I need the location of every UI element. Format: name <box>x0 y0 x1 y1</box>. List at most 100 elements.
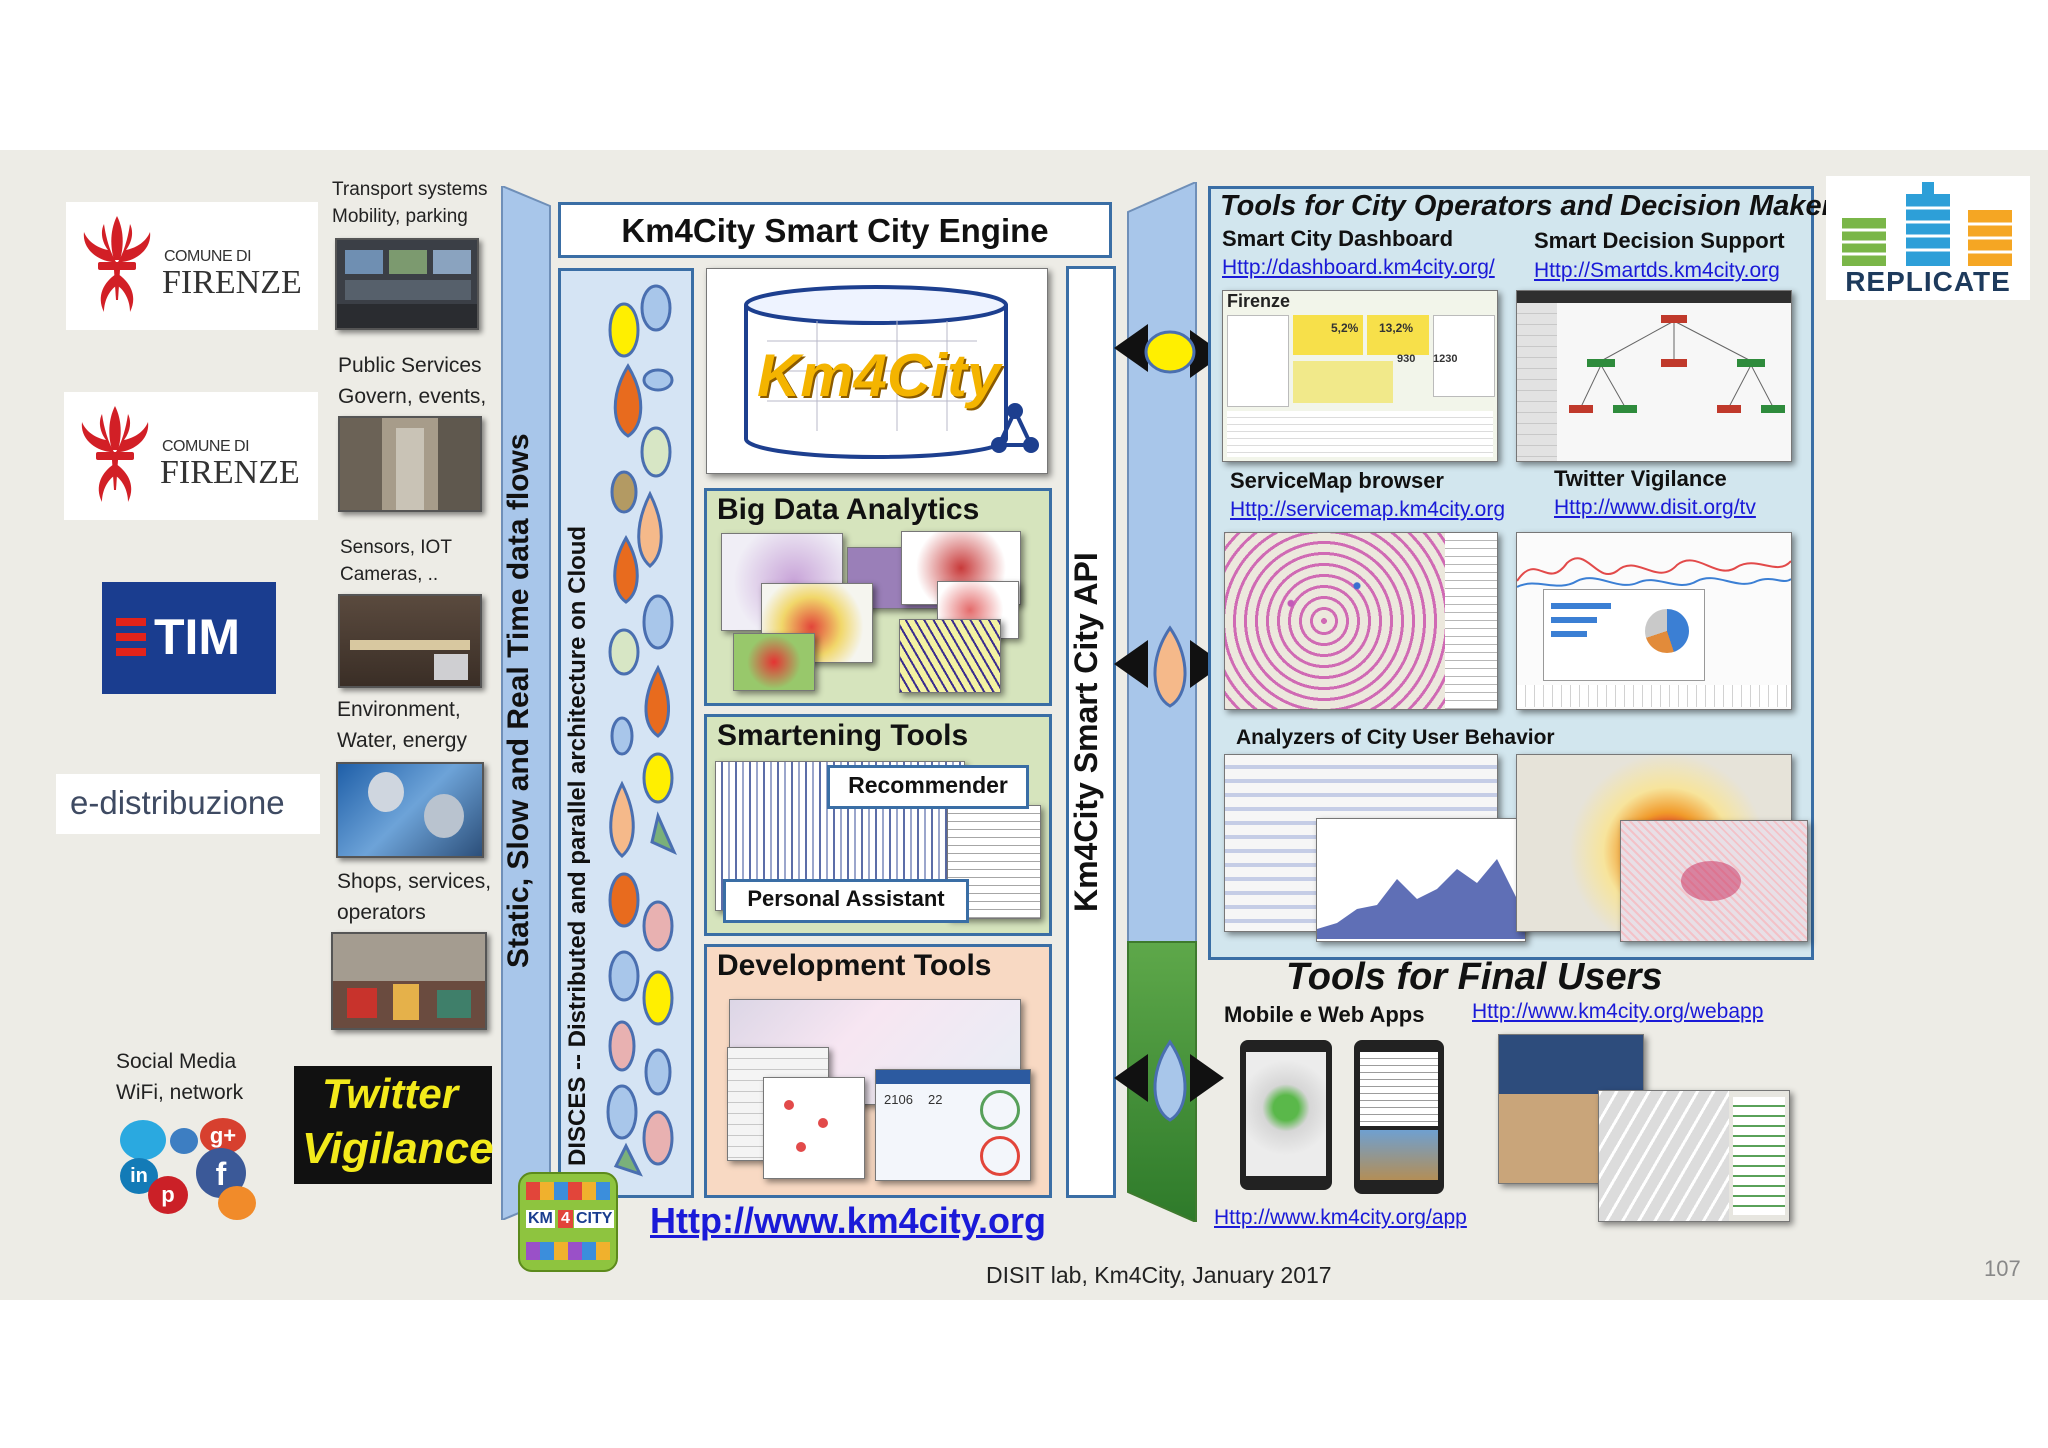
network-nodes-icon <box>991 403 1039 453</box>
big-data-screenshot-6 <box>733 633 815 691</box>
decision-support-link[interactable]: Http://Smartds.km4city.org <box>1534 259 1780 282</box>
mobile-phone-map[interactable] <box>1240 1040 1332 1190</box>
florence-lily-icon <box>81 406 149 502</box>
twitter-icon <box>120 1120 166 1160</box>
google-plus-icon: g+ <box>200 1118 246 1154</box>
dashboard-value-1: 5,2% <box>1331 321 1359 335</box>
social-label-1: Social Media <box>116 1050 237 1073</box>
dev-gauge-value-1: 2106 <box>884 1092 913 1107</box>
engine-title: Km4City Smart City Engine <box>621 212 1049 249</box>
page-number: 107 <box>1984 1256 2021 1281</box>
servicemap-link[interactable]: Http://servicemap.km4city.org <box>1230 498 1506 521</box>
replicate-label: REPLICATE <box>1845 266 2011 297</box>
smartening-title: Smartening Tools <box>717 719 969 752</box>
public-services-label-1: Public Services <box>338 354 482 377</box>
analyzers-label: Analyzers of City User Behavior <box>1236 726 1555 749</box>
disces-label: DISCES -- Distributed and parallel archi… <box>564 525 591 1166</box>
dashboard-value-3: 930 <box>1397 353 1416 365</box>
km4city-app-icon[interactable]: KM 4 CITY <box>518 1172 618 1272</box>
big-data-title: Big Data Analytics <box>717 493 980 526</box>
operators-connector-icon[interactable] <box>1112 318 1226 384</box>
static-flows-label: Static, Slow and Real Time data flows <box>502 433 535 968</box>
final-users-connector-icon[interactable] <box>1112 1034 1226 1126</box>
km4city-logo-panel: Km4City <box>706 268 1048 474</box>
big-data-module: Big Data Analytics <box>704 488 1052 706</box>
tim-bars-icon <box>116 618 146 656</box>
big-data-screenshot-7 <box>899 619 1001 693</box>
servicemap-screenshot[interactable] <box>1224 532 1498 710</box>
dashboard-label: Smart City Dashboard <box>1222 226 1454 251</box>
firenze-label: FIRENZE <box>160 454 300 491</box>
e-distribuzione-logo: e-distribuzione <box>56 774 320 834</box>
app-icon-4: 4 <box>558 1210 573 1228</box>
api-bar <box>1066 266 1116 1198</box>
recommender-box: Recommender <box>827 765 1029 809</box>
dashboard-screenshot[interactable]: Firenze 5,2% 13,2% 930 1230 <box>1222 290 1498 462</box>
firenze-label: FIRENZE <box>162 264 302 301</box>
transport-label-2: Mobility, parking <box>332 206 468 227</box>
mail-icon <box>170 1128 198 1154</box>
km4city-website-link[interactable]: Http://www.km4city.org <box>650 1200 1047 1241</box>
development-title: Development Tools <box>717 949 992 982</box>
e-distribuzione-label: e-distribuzione <box>70 784 285 821</box>
shops-label-1: Shops, services, <box>337 870 492 893</box>
users-api-connector-icon[interactable] <box>1112 620 1226 712</box>
twitter-vigilance-logo: Twitter Vigilance <box>294 1066 494 1184</box>
twitter-trend-icon <box>1517 557 1791 588</box>
mobile-phone-info[interactable] <box>1354 1040 1444 1194</box>
environment-label-2: Water, energy <box>337 729 467 752</box>
shops-label-2: operators <box>337 901 426 924</box>
final-users-title: Tools for Final Users <box>1286 956 1663 998</box>
twitter-vigilance-word-1: Twitter <box>322 1070 459 1117</box>
dashboard-link[interactable]: Http://dashboard.km4city.org/ <box>1222 256 1495 279</box>
recommender-label: Recommender <box>848 772 1008 798</box>
florence-lily-icon <box>83 216 151 312</box>
replicate-logo: REPLICATE <box>1826 176 2030 300</box>
dev-screenshot-graph <box>763 1077 865 1179</box>
comune-firenze-logo-2: COMUNE DI FIRENZE <box>64 392 318 520</box>
sensors-label-2: Cameras, .. <box>340 564 439 585</box>
twitter-vigilance-word-2: Vigilance <box>302 1124 494 1173</box>
disces-drops-icon <box>606 284 677 1177</box>
comune-firenze-logo-1: COMUNE DI FIRENZE <box>66 202 318 330</box>
twitter-vigilance-screenshot[interactable] <box>1516 532 1792 710</box>
mobile-apps-label: Mobile e Web Apps <box>1224 1002 1425 1027</box>
webapp-link[interactable]: Http://www.km4city.org/webapp <box>1472 1000 1764 1023</box>
public-services-label-2: Govern, events, <box>338 385 487 408</box>
app-icon-km: KM <box>526 1210 555 1228</box>
sensors-label-1: Sensors, IOT <box>340 537 452 558</box>
dev-gauge-value-2: 22 <box>928 1092 943 1107</box>
tim-logo: TIM <box>102 582 276 694</box>
twitter-vigilance-label: Twitter Vigilance <box>1554 466 1727 491</box>
replicate-buildings-icon <box>1842 182 2012 266</box>
webapp-map-screenshot[interactable] <box>1598 1090 1790 1222</box>
servicemap-label: ServiceMap browser <box>1230 468 1444 493</box>
api-label: Km4City Smart City API <box>1068 552 1104 912</box>
footer-text: DISIT lab, Km4City, January 2017 <box>986 1262 1332 1288</box>
analyzers-flows-screenshot[interactable] <box>1620 820 1808 942</box>
development-module: Development Tools 2106 22 <box>704 944 1052 1198</box>
social-label-2: WiFi, network <box>116 1081 244 1104</box>
shops-market-photo <box>331 932 487 1030</box>
sensors-camera-photo <box>338 594 482 688</box>
comune-label: COMUNE DI <box>164 248 252 265</box>
analyzers-histogram-screenshot[interactable] <box>1316 818 1526 942</box>
dashboard-city-title: Firenze <box>1227 291 1291 311</box>
engine-title-box: Km4City Smart City Engine <box>558 202 1112 258</box>
operators-title: Tools for City Operators and Decision Ma… <box>1220 190 1850 222</box>
app-icon-city: CITY <box>574 1210 615 1228</box>
transport-control-room-photo <box>335 238 479 330</box>
environment-water-plant-photo <box>336 762 484 858</box>
tim-label: TIM <box>154 609 241 665</box>
rss-icon <box>218 1186 256 1220</box>
twitter-vigilance-link[interactable]: Http://www.disit.org/tv <box>1554 496 1756 519</box>
dev-screenshot-dashboard: 2106 22 <box>875 1069 1031 1181</box>
public-services-street-photo <box>338 416 482 512</box>
mobile-app-link[interactable]: Http://www.km4city.org/app <box>1214 1206 1467 1229</box>
dashboard-value-4: 1230 <box>1433 353 1458 365</box>
linkedin-icon: in <box>120 1158 158 1194</box>
personal-assistant-label: Personal Assistant <box>747 886 945 911</box>
personal-assistant-box: Personal Assistant <box>723 879 969 923</box>
decision-support-screenshot[interactable] <box>1516 290 1792 462</box>
pinterest-icon: p <box>148 1176 188 1214</box>
